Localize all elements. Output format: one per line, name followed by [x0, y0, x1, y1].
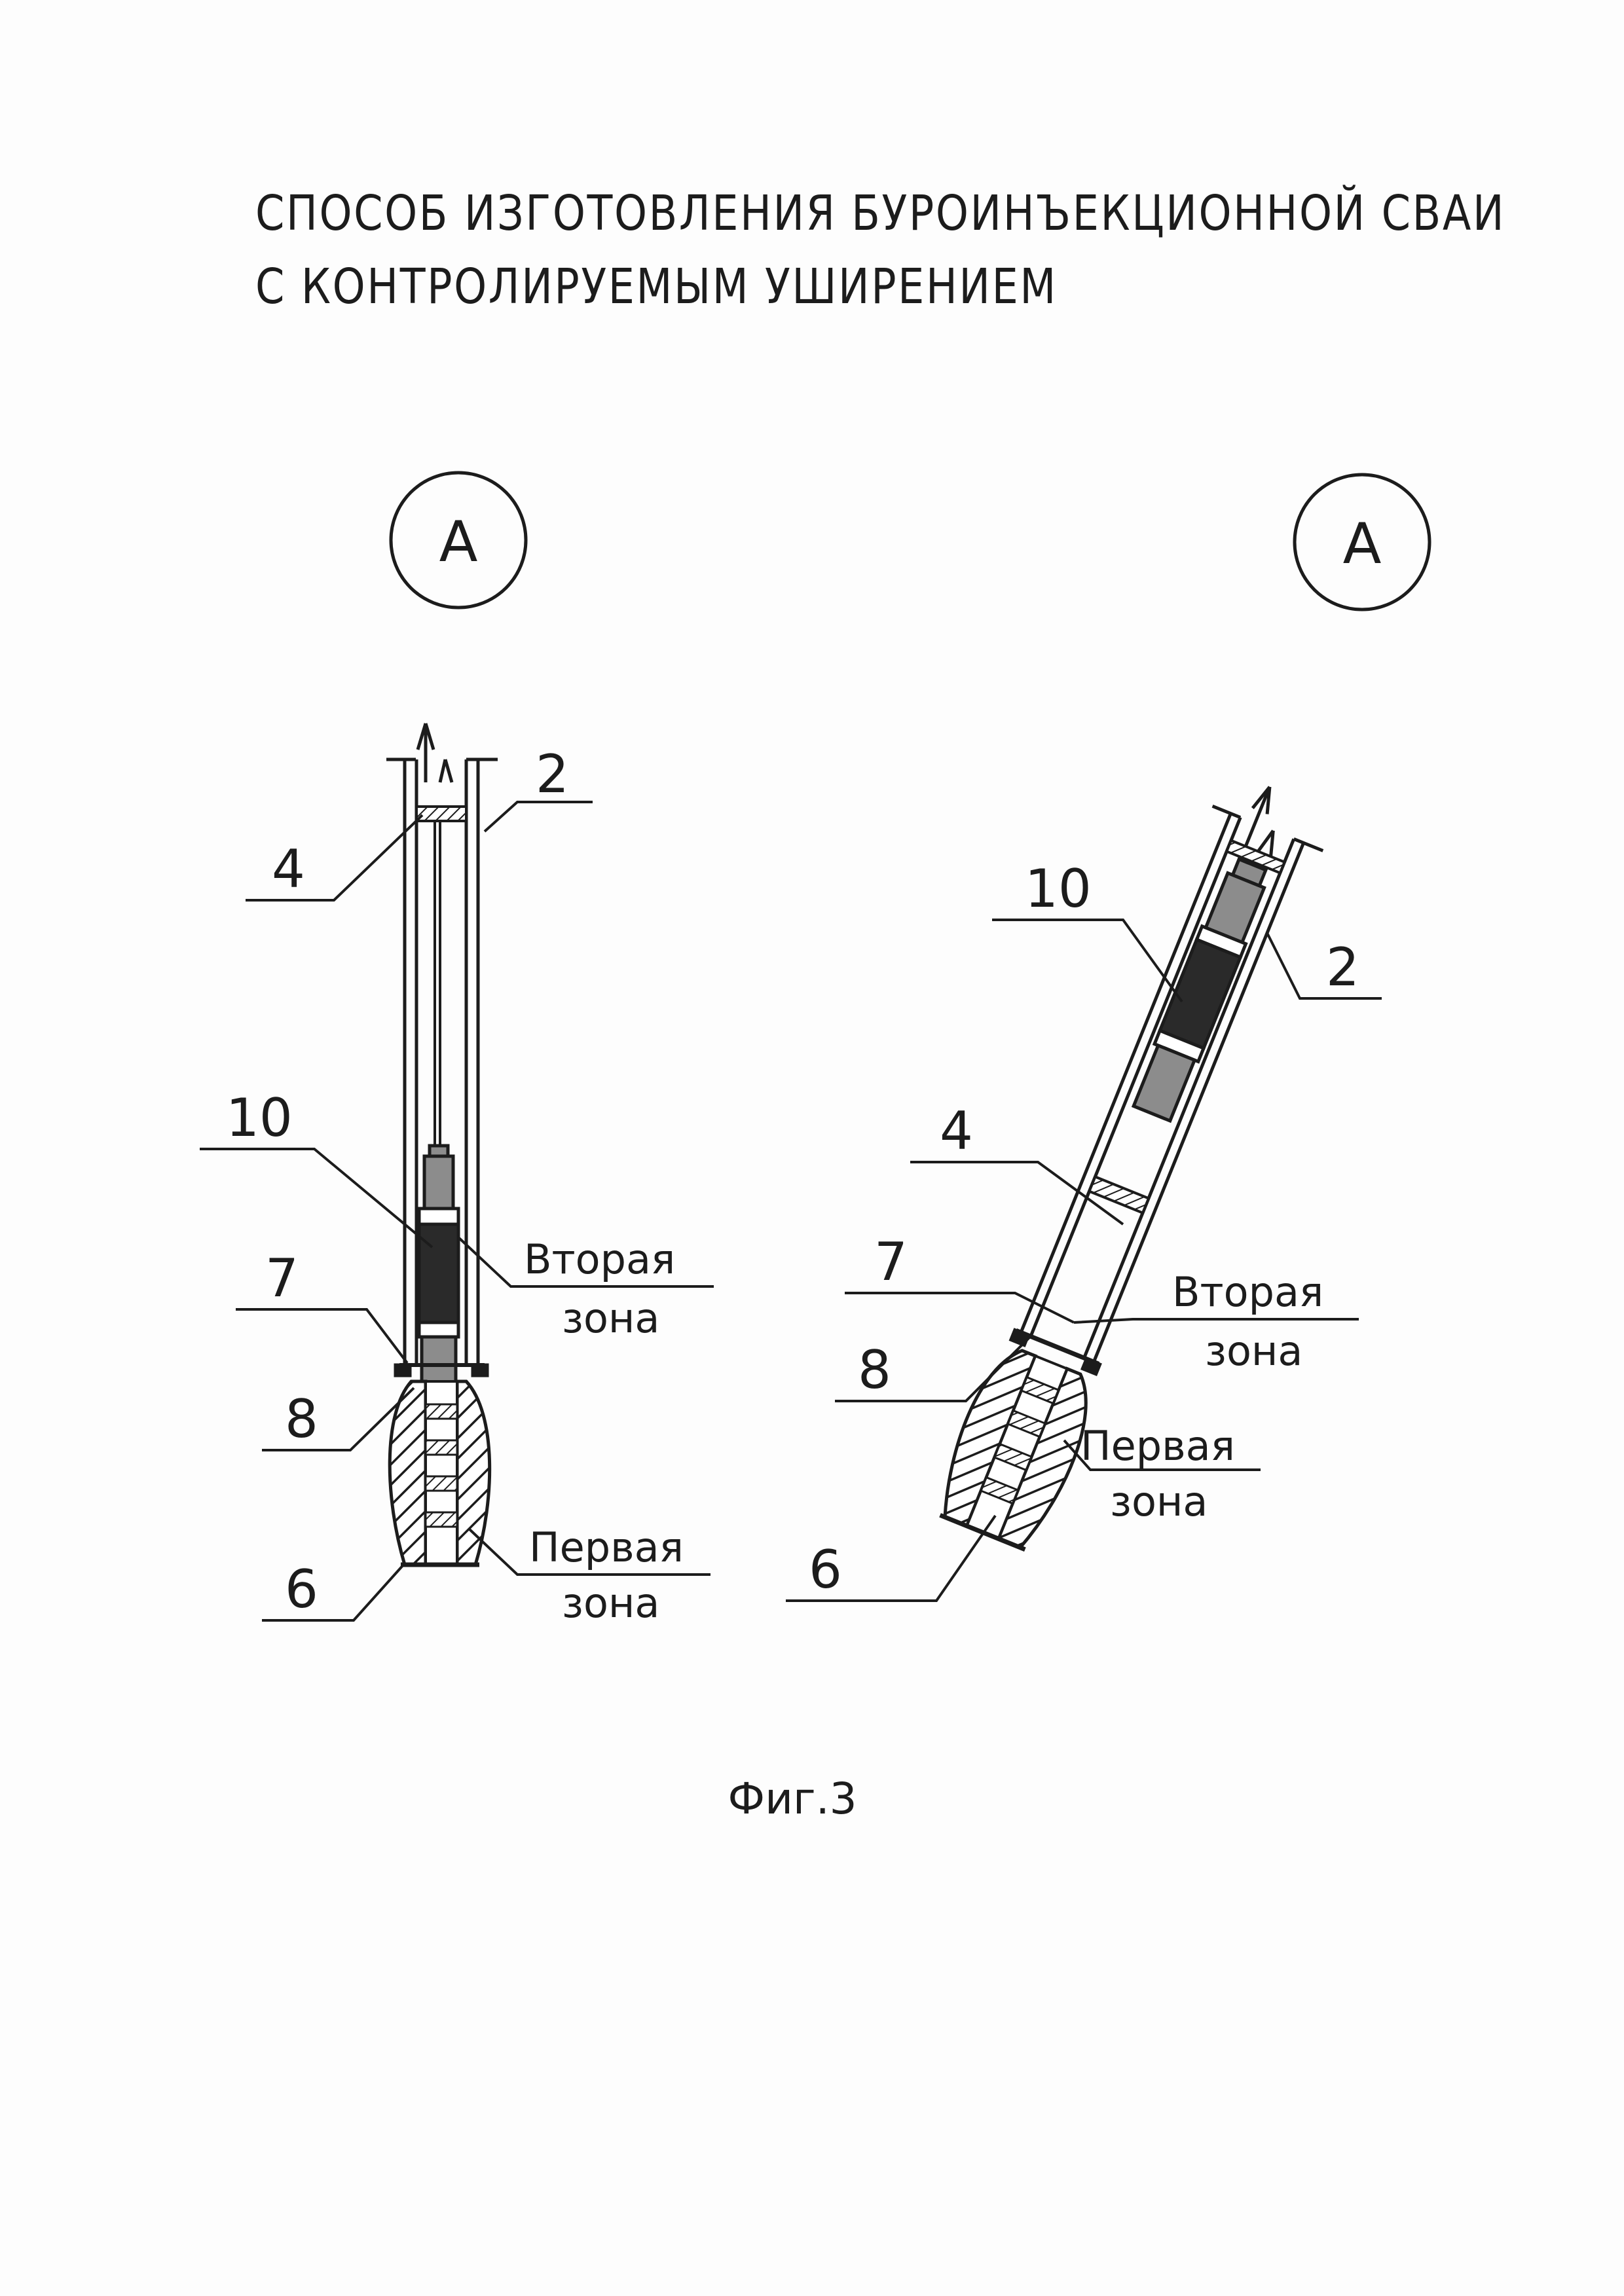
- left-zone-first-line2: зона: [562, 1579, 659, 1627]
- right-label-6: 6: [809, 1539, 842, 1600]
- left-zone-second-line2: зона: [562, 1294, 659, 1342]
- document-title: СПОСОБ ИЗГОТОВЛЕНИЯ БУРОИНЪЕКЦИОННОЙ СВА…: [255, 177, 1505, 323]
- left-device-10: [417, 1144, 460, 1391]
- title-line-1: СПОСОБ ИЗГОТОВЛЕНИЯ БУРОИНЪЕКЦИОННОЙ СВА…: [255, 185, 1506, 242]
- right-label-4: 4: [940, 1101, 973, 1161]
- left-zone-first-line1: Первая: [529, 1523, 684, 1571]
- right-label-7: 7: [874, 1231, 908, 1292]
- left-rod-tip: [416, 723, 454, 1146]
- right-rod-tip: [1244, 786, 1275, 858]
- right-inclined-assembly: [939, 786, 1324, 1552]
- left-view: A: [200, 471, 714, 1627]
- left-seal-7: [394, 1363, 489, 1377]
- figure-caption: Фиг.3: [728, 1774, 857, 1824]
- left-view-marker: A: [389, 471, 528, 610]
- right-view: A: [786, 473, 1431, 1602]
- right-zone-first-line1: Первая: [1080, 1422, 1235, 1470]
- left-label-4: 4: [272, 839, 305, 900]
- left-zone-second-line1: Вторая: [524, 1235, 675, 1283]
- left-label-8: 8: [285, 1389, 318, 1449]
- right-pile-enlargement: [939, 1349, 1088, 1552]
- left-casing-tube: [386, 757, 498, 1365]
- left-label-2: 2: [536, 744, 569, 805]
- title-line-2: С КОНТРОЛИРУЕМЫМ УШИРЕНИЕМ: [255, 259, 1058, 315]
- left-labels: 2 4 10 7 8 6 Вторая зона Первая зона: [226, 744, 684, 1627]
- left-label-7: 7: [265, 1248, 299, 1309]
- left-leader-lines: [200, 801, 714, 1622]
- right-leader-lines: [786, 919, 1382, 1602]
- right-label-2: 2: [1326, 937, 1359, 998]
- right-label-10: 10: [1025, 858, 1092, 919]
- right-top-seal: [1225, 839, 1287, 875]
- right-zone-second-line2: зона: [1205, 1327, 1302, 1375]
- left-pile-enlargement: [388, 1379, 492, 1567]
- right-label-8: 8: [858, 1339, 891, 1400]
- right-zone-second-line1: Вторая: [1172, 1268, 1323, 1316]
- right-labels: 10 2 4 7 8 6 Вторая зона Первая зона: [809, 858, 1359, 1600]
- right-marker-letter: A: [1343, 511, 1382, 577]
- left-marker-letter: A: [439, 509, 478, 575]
- left-packer-4: [415, 805, 468, 822]
- right-zone-first-line2: зона: [1110, 1478, 1208, 1525]
- left-label-10: 10: [226, 1087, 293, 1148]
- right-view-marker: A: [1293, 473, 1431, 611]
- right-casing-tube: [1019, 804, 1324, 1363]
- left-label-6: 6: [285, 1559, 318, 1620]
- right-device-10: [1131, 857, 1268, 1123]
- right-packer-4: [1087, 1175, 1151, 1215]
